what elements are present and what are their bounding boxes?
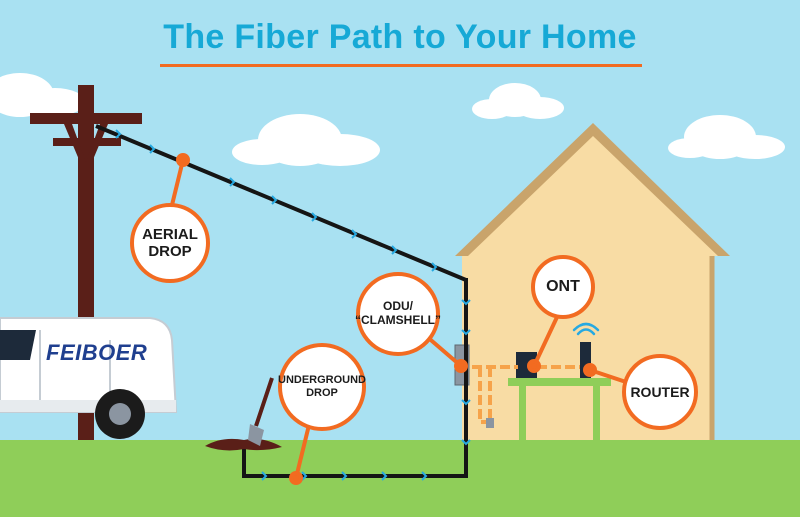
callout-leaders [170, 153, 627, 485]
cloud-center [232, 114, 380, 166]
callout-underground-drop: UNDERGROUND DROP [278, 343, 366, 431]
page-title: The Fiber Path to Your Home [163, 18, 637, 56]
router-wifi-icon [572, 322, 600, 336]
router-device [580, 342, 591, 378]
grass [0, 440, 800, 517]
callout-ont: ONT [531, 255, 595, 319]
callout-router: ROUTER [622, 354, 698, 430]
fiber-markers [115, 129, 471, 481]
title-underline [160, 64, 642, 67]
underground-fiber-cable [242, 440, 468, 478]
dirt-mound [205, 438, 282, 451]
cloud-right-top [472, 83, 564, 119]
table [508, 378, 611, 440]
callout-odu-clamshell: ODU/ “CLAMSHELL” [355, 272, 441, 356]
cloud-left [0, 73, 85, 117]
service-van [0, 317, 178, 439]
van-brand-logo: FEIBOER [46, 340, 148, 365]
cloud-right [668, 115, 785, 159]
aerial-fiber-cable [95, 124, 467, 282]
shovel [248, 377, 274, 446]
wall-jack [486, 418, 494, 428]
callout-aerial-drop: AERIAL DROP [130, 203, 210, 283]
